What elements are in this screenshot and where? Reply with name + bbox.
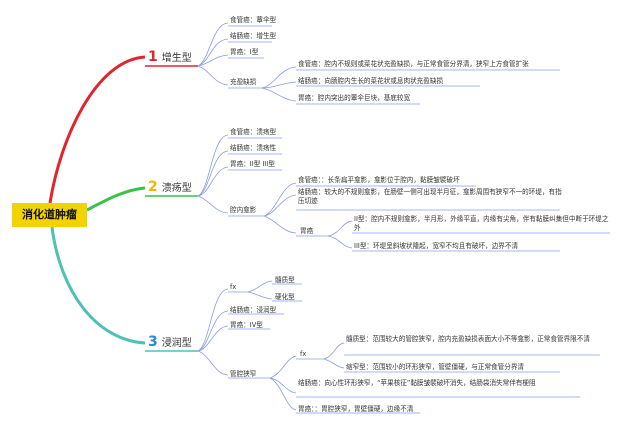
node-3-scirrhous-desc[interactable]: 缩窄型：范围较小的环形狭窄，管壁僵硬，与正常食管分界清 [346, 363, 525, 371]
node-3-sub-colon[interactable]: 结肠癌：向心性环形狭窄，“苹果核征”黏膜皱襞破坏消失，结肠袋消失常伴有梗阻 [298, 379, 536, 387]
root-topic[interactable]: 消化道肿瘤 [12, 203, 87, 227]
node-2-niche[interactable]: 腔内龛影 [230, 206, 257, 214]
branch-line-3 [50, 226, 146, 345]
branch-3-label: 浸润型 [161, 338, 192, 349]
node-2-sub-esophagus[interactable]: 食管癌：：长条扁平龛影，龛影位于腔内，黏膜皱襞破坏 [298, 176, 460, 184]
node-2-stomach[interactable]: 胃癌：II型 III型 [230, 160, 275, 168]
node-1-sub-colon[interactable]: 结肠癌：向肠腔内生长的菜花状或息肉状充盈缺损 [298, 77, 444, 85]
node-3-fx[interactable]: fx [230, 283, 237, 291]
branch-line-1 [48, 55, 146, 204]
node-3-fx-medullary[interactable]: 髓质型 [275, 276, 295, 284]
node-2-type-iii[interactable]: III型：环堤呈斜坡状隆起，宽窄不均且有破坏，边界不清 [354, 242, 519, 250]
node-1-esophagus[interactable]: 食管癌：蕈伞型 [230, 16, 277, 24]
branch-1-label: 增生型 [161, 53, 192, 64]
node-1-colon[interactable]: 结肠癌：增生型 [230, 32, 277, 40]
branch-2-label: 溃疡型 [161, 183, 192, 194]
node-2-sub-stomach[interactable]: 胃癌 [300, 227, 314, 235]
node-3-fx-scirrhous[interactable]: 硬化型 [275, 293, 295, 301]
node-3-stomach[interactable]: 胃癌：IV型 [230, 321, 263, 329]
node-1-sub-esophagus[interactable]: 食管癌：腔内不规则或菜花状充盈缺损，与正常食管分界清，狭窄上方食管扩张 [298, 60, 529, 68]
branch-3-number: 3 [148, 334, 158, 350]
node-2-colon[interactable]: 结肠癌：溃疡性 [230, 144, 277, 152]
node-3-sub-stomach[interactable]: 胃癌：：胃腔狭窄，胃壁僵硬，边缘不清 [298, 405, 414, 413]
node-3-sub-fx[interactable]: fx [300, 350, 307, 358]
node-3-medullary-desc[interactable]: 髓质型：范围较大的管腔狭窄，腔内充盈缺损表面大小不等龛影，正常食管界限不清 [346, 335, 590, 343]
node-1-filling-defect[interactable]: 充盈缺损 [230, 78, 257, 86]
node-3-colon[interactable]: 结肠癌：浸润型 [230, 306, 277, 314]
branch-1-number: 1 [148, 49, 158, 65]
branch-2-number: 2 [148, 179, 158, 195]
node-1-sub-stomach[interactable]: 胃癌：腔内突出的蕈伞巨块，基底较宽 [298, 94, 411, 102]
node-2-type-ii[interactable]: II型：腔内不规则龛影，半月形，外缘平直，内缘有尖角，伴有黏膜纠集但中断于环堤之… [354, 215, 609, 232]
node-2-sub-colon[interactable]: 结肠癌：较大的不规则龛影，在肠壁一侧可出现半月征，龛影周围有狭窄不一的环堤，有指… [298, 188, 562, 205]
node-3-stenosis[interactable]: 管腔狭窄 [230, 370, 257, 378]
branch-line-2 [86, 186, 146, 212]
node-2-esophagus[interactable]: 食管癌：溃疡型 [230, 128, 277, 136]
node-1-stomach[interactable]: 胃癌：I型 [230, 48, 259, 56]
